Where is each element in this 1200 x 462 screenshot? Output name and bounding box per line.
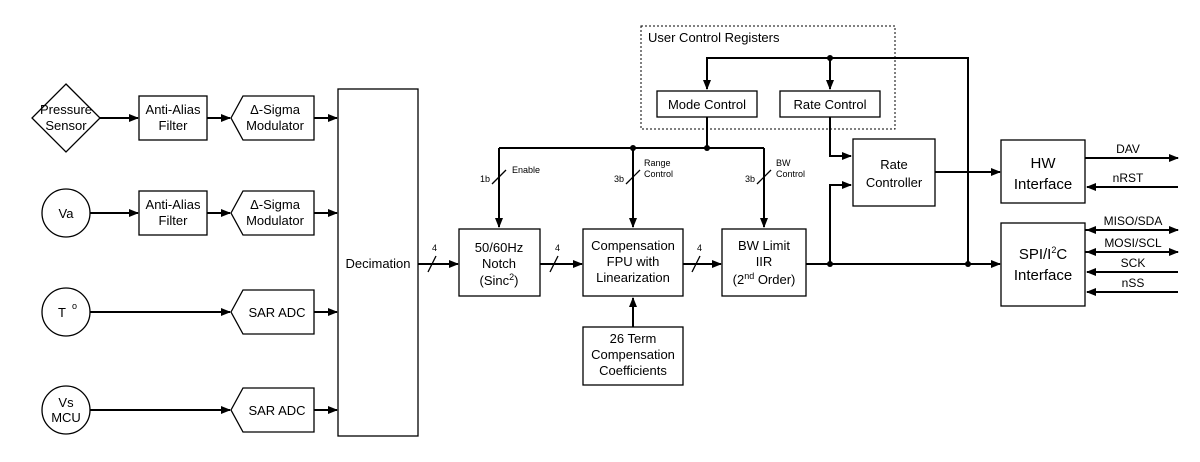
bus-slash-2 (549, 255, 559, 273)
bw-label-2: IIR (756, 254, 773, 269)
notch-label-1: 50/60Hz (475, 240, 523, 255)
pressure-sensor-label-1: Pressure (40, 102, 92, 117)
temperature-input-circle (41, 287, 91, 337)
register-bus-mode (703, 57, 969, 264)
notch-label-3: (Sinc2) (480, 272, 519, 288)
rate-control-label: Rate Control (794, 97, 867, 112)
range-label-1: Range (644, 158, 671, 168)
enable-width: 1b (480, 174, 490, 184)
pressure-sensor-diamond (31, 83, 101, 153)
junction-dot (965, 261, 971, 267)
wire-rate-control-to-controller (829, 117, 852, 160)
va-label: Va (59, 206, 75, 221)
anti-alias-filter-1-label-2: Filter (159, 118, 189, 133)
sar-adc-2-label: SAR ADC (248, 403, 305, 418)
bus-width-1: 4 (432, 243, 437, 253)
user-control-registers-box (640, 25, 896, 130)
spi-i2c-label-2: Interface (1014, 267, 1072, 284)
decimation-block (337, 88, 419, 437)
junction-dot (704, 145, 710, 151)
compensation-fpu-block (582, 228, 684, 297)
tap-slash-enable (491, 169, 507, 185)
coefficients-label-2: Compensation (591, 347, 675, 362)
rate-control-block (779, 90, 881, 118)
miso-label: MISO/SDA (1104, 214, 1163, 228)
rate-controller-label-2: Controller (866, 175, 923, 190)
range-label-2: Control (644, 169, 673, 179)
modulator-1-label-1: Δ-Sigma (250, 102, 301, 117)
user-control-registers-title: User Control Registers (648, 30, 780, 45)
hw-interface-label-1: HW (1031, 155, 1057, 172)
fpu-label-3: Linearization (596, 270, 670, 285)
mode-control-block (656, 90, 758, 118)
fpu-label-1: Compensation (591, 238, 675, 253)
temperature-label: T (58, 305, 66, 320)
range-width: 3b (614, 174, 624, 184)
modulator-2-label-1: Δ-Sigma (250, 197, 301, 212)
tap-slash-bw (756, 169, 772, 185)
spi-i2c-label-1: SPI/I2C (1019, 245, 1068, 263)
notch-label-2: Notch (482, 256, 516, 271)
anti-alias-filter-1-label-1: Anti-Alias (146, 102, 201, 117)
mosi-label: MOSI/SCL (1104, 236, 1162, 250)
anti-alias-filter-2 (138, 190, 208, 236)
modulator-2-label-2: Modulator (246, 213, 304, 228)
mode-control-label: Mode Control (668, 97, 746, 112)
bus-slash-3 (691, 255, 701, 273)
temperature-degree: o (72, 301, 77, 311)
bw-label-1: BW Limit (738, 238, 790, 253)
hw-interface-block (1000, 139, 1086, 204)
anti-alias-filter-2-label-2: Filter (159, 213, 189, 228)
decimation-label: Decimation (345, 256, 410, 271)
coefficients-label-1: 26 Term (610, 331, 657, 346)
bw-limit-iir-block (721, 228, 807, 297)
bus-width-2: 4 (555, 243, 560, 253)
rate-controller-block (852, 138, 936, 207)
dav-label: DAV (1116, 142, 1140, 156)
bus-slash-1 (427, 255, 437, 273)
spi-i2c-interface-block (1000, 222, 1086, 307)
anti-alias-filter-1 (138, 95, 208, 141)
modulator-1-label-2: Modulator (246, 118, 304, 133)
sar-adc-1-label: SAR ADC (248, 305, 305, 320)
bw-width: 3b (745, 174, 755, 184)
pressure-sensor-label-2: Sensor (45, 118, 87, 133)
nss-label: nSS (1122, 276, 1145, 290)
wire-bw-to-rate-controller (806, 181, 852, 265)
nrst-label: nRST (1113, 171, 1144, 185)
enable-label: Enable (512, 165, 540, 175)
hw-interface-label-2: Interface (1014, 176, 1072, 193)
notch-filter-block (458, 228, 541, 297)
bw-label-3: (2nd Order) (733, 271, 796, 287)
sck-label: SCK (1121, 256, 1146, 270)
tap-slash-range (625, 169, 641, 185)
bw-control-label-2: Control (776, 169, 805, 179)
vs-label-2: MCU (51, 410, 81, 425)
junction-dot (827, 55, 833, 61)
anti-alias-filter-2-label-1: Anti-Alias (146, 197, 201, 212)
vs-label-1: Vs (58, 395, 74, 410)
bw-control-label-1: BW (776, 158, 791, 168)
rate-controller-label-1: Rate (880, 157, 907, 172)
fpu-label-2: FPU with (607, 254, 660, 269)
coefficients-label-3: Coefficients (599, 363, 667, 378)
bus-width-3: 4 (697, 243, 702, 253)
